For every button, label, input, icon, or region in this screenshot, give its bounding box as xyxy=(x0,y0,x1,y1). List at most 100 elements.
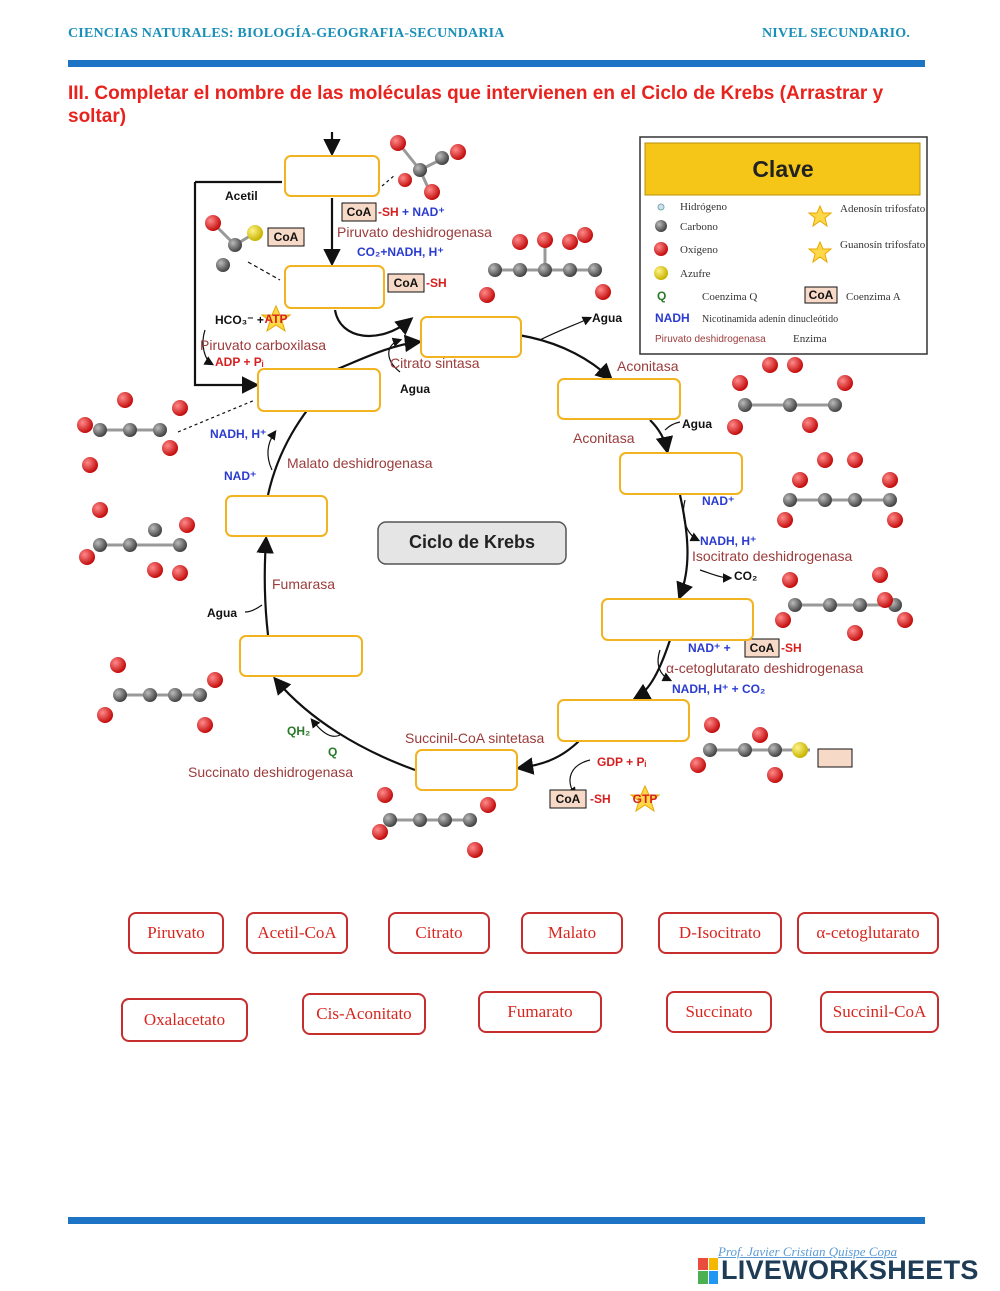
svg-text:Piruvato deshidrogenasa: Piruvato deshidrogenasa xyxy=(655,334,766,345)
word-chip-piruvato[interactable]: Piruvato xyxy=(128,912,224,954)
drop-zone-8[interactable] xyxy=(601,598,754,641)
label-agua-1: Agua xyxy=(400,382,430,396)
drop-zone-1[interactable] xyxy=(284,155,380,197)
drop-zone-10[interactable] xyxy=(557,699,690,742)
svg-text:GTP: GTP xyxy=(633,792,658,806)
drop-zone-9[interactable] xyxy=(239,635,363,677)
label-co2-nadh: CO₂+NADH, H⁺ xyxy=(357,245,444,259)
cycle-title-box xyxy=(377,521,567,565)
svg-text:-SH: -SH xyxy=(590,792,611,806)
label-agua-4: Agua xyxy=(207,606,237,620)
label-coa-1: CoA xyxy=(347,205,372,219)
hydrogen-icon xyxy=(657,203,665,211)
label-piruvato-deshidrogenasa: Piruvato deshidrogenasa xyxy=(337,224,492,240)
drop-zone-3[interactable] xyxy=(420,316,522,358)
svg-text:CoA: CoA xyxy=(394,276,419,290)
instruction-text: III. Completar el nombre de las molécula… xyxy=(68,83,884,127)
drop-zone-4[interactable] xyxy=(257,368,381,412)
label-agua-3: Agua xyxy=(682,417,712,431)
label-acetil: Acetil xyxy=(225,189,258,203)
header-subject: CIENCIAS NATURALES: BIOLOGÍA-GEOGRAFIA-S… xyxy=(68,26,505,41)
label-adp-pi: ADP + Pᵢ xyxy=(215,355,264,369)
word-chip-alfa-cetoglutarato[interactable]: α-cetoglutarato xyxy=(797,912,939,954)
drop-zone-5[interactable] xyxy=(557,378,681,420)
atp-key-icon xyxy=(807,204,833,228)
svg-text:-SH: -SH xyxy=(781,641,802,655)
label-sh-1: -SH xyxy=(378,205,399,219)
label-aconitasa-2: Aconitasa xyxy=(573,430,635,446)
label-co2-1: CO₂ xyxy=(734,569,757,583)
label-nadh-1: NADH, H⁺ xyxy=(700,534,756,548)
label-nad-top: + NAD⁺ xyxy=(402,205,445,219)
drop-zone-2[interactable] xyxy=(284,265,385,309)
label-qh2: QH₂ xyxy=(287,724,310,738)
svg-text:Nicotinamida adenín dinucleóti: Nicotinamida adenín dinucleótido xyxy=(702,314,838,325)
label-nadh-3: NADH, H⁺ xyxy=(210,427,266,441)
svg-text:Coenzima A: Coenzima A xyxy=(846,291,901,303)
svg-text:CoA: CoA xyxy=(809,288,834,302)
svg-text:CoA: CoA xyxy=(556,792,581,806)
author-signature: Prof. Javier Cristian Quispe Copa xyxy=(718,1244,897,1259)
label-succinato-deshidrogenasa: Succinato deshidrogenasa xyxy=(188,764,353,780)
label-nad-3: NAD⁺ xyxy=(224,469,256,483)
liveworksheets-logo-icon xyxy=(698,1257,718,1284)
label-gdp-pi: GDP + Pᵢ xyxy=(597,755,646,769)
svg-text:-SH: -SH xyxy=(426,276,447,290)
gtp-key-icon xyxy=(807,240,833,264)
label-isocitrato-deshidrogenasa: Isocitrato deshidrogenasa xyxy=(692,548,853,564)
oxygen-icon xyxy=(654,242,668,256)
word-chip-d-isocitrato[interactable]: D-Isocitrato xyxy=(658,912,782,954)
key-panel: Clave Hidrógeno Carbono Oxígeno Azufre A… xyxy=(639,136,928,355)
bottom-divider xyxy=(68,1217,925,1224)
word-chip-malato[interactable]: Malato xyxy=(521,912,623,954)
label-nad-1: NAD⁺ xyxy=(702,494,734,508)
word-chip-cis-aconitato[interactable]: Cis-Aconitato xyxy=(302,993,426,1035)
svg-text:ATP: ATP xyxy=(264,312,287,326)
drop-zone-11[interactable] xyxy=(415,749,518,791)
label-q: Q xyxy=(328,745,337,759)
liveworksheets-logo: LIVEWORKSHEETS xyxy=(698,1255,979,1286)
word-chip-succinil-coa[interactable]: Succinil-CoA xyxy=(820,991,939,1033)
cycle-title: Ciclo de Krebs xyxy=(409,532,535,552)
top-divider xyxy=(68,60,925,67)
label-nad-2: NAD⁺ + xyxy=(688,641,731,655)
key-title: Clave xyxy=(752,156,813,182)
drop-zone-6[interactable] xyxy=(619,452,743,495)
gtp-star-icon: GTP xyxy=(629,784,661,813)
word-chip-acetil-coa[interactable]: Acetil-CoA xyxy=(246,912,348,954)
liveworksheets-brand: LIVEWORKSHEETS xyxy=(721,1255,979,1285)
atp-star-icon: ATP xyxy=(260,304,292,333)
label-alfa-cetoglutarato-deshidrogenasa: α-cetoglutarato deshidrogenasa xyxy=(666,660,863,676)
header-level: NIVEL SECUNDARIO. xyxy=(762,26,911,41)
svg-text:Azufre: Azufre xyxy=(680,268,711,280)
svg-text:Hidrógeno: Hidrógeno xyxy=(680,201,728,213)
label-citrato-sintasa: Citrato sintasa xyxy=(390,355,480,371)
svg-text:Oxígeno: Oxígeno xyxy=(680,244,718,256)
svg-text:Q: Q xyxy=(657,289,666,303)
drop-zone-7[interactable] xyxy=(225,495,328,537)
svg-text:Guanosín trifosfato: Guanosín trifosfato xyxy=(840,239,926,251)
label-fumarasa: Fumarasa xyxy=(272,576,335,592)
word-chip-citrato[interactable]: Citrato xyxy=(388,912,490,954)
label-piruvato-carboxilasa: Piruvato carboxilasa xyxy=(200,337,326,353)
word-chip-succinato[interactable]: Succinato xyxy=(666,991,772,1033)
svg-text:CoA: CoA xyxy=(750,641,775,655)
carbon-icon xyxy=(655,220,667,232)
sulfur-icon xyxy=(654,266,668,280)
svg-text:Carbono: Carbono xyxy=(680,221,718,233)
label-hco3: HCO₃⁻ + xyxy=(215,313,264,327)
molecule-illustrations xyxy=(77,135,913,858)
krebs-cycle-diagram: Ciclo de Krebs Acetil CoA -SH + NAD⁺ Pir… xyxy=(77,132,928,858)
word-chip-oxalacetato[interactable]: Oxalacetato xyxy=(121,998,248,1042)
word-chip-fumarato[interactable]: Fumarato xyxy=(478,991,602,1033)
svg-text:Coenzima Q: Coenzima Q xyxy=(702,291,757,303)
svg-text:CoA: CoA xyxy=(274,230,299,244)
label-nadh-co2: NADH, H⁺ + CO₂ xyxy=(672,682,765,696)
label-aconitasa-1: Aconitasa xyxy=(617,358,679,374)
label-agua-2: Agua xyxy=(592,311,622,325)
label-succinil-coa-sintetasa: Succinil-CoA sintetasa xyxy=(405,730,545,746)
cycle-arrows xyxy=(193,132,693,775)
svg-text:Adenosín trifosfato: Adenosín trifosfato xyxy=(840,203,926,215)
label-malato-deshidrogenasa: Malato deshidrogenasa xyxy=(287,455,433,471)
svg-text:NADH: NADH xyxy=(655,311,690,325)
